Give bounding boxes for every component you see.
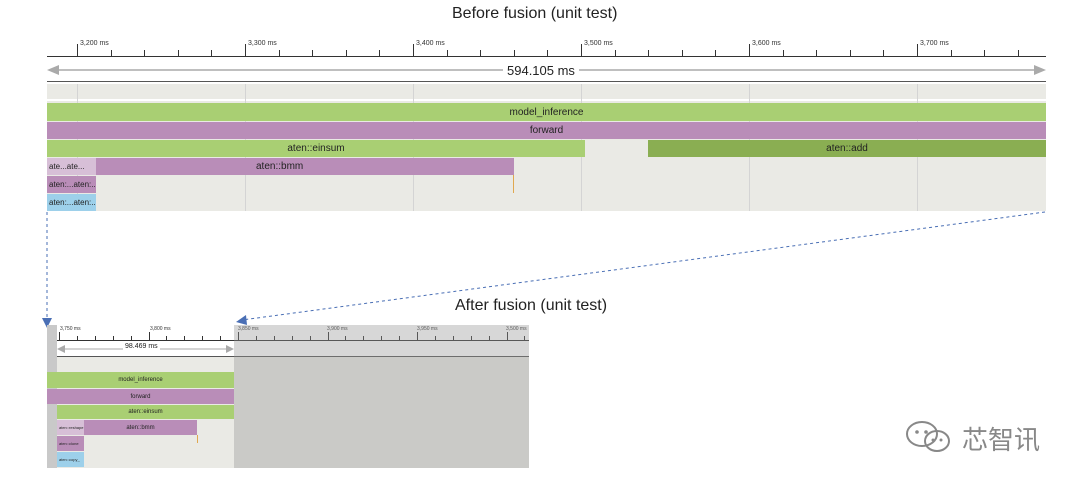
minor-tick — [130, 336, 132, 340]
minor-tick — [291, 336, 293, 340]
minor-tick — [1017, 50, 1019, 56]
after-title: After fusion (unit test) — [455, 297, 608, 314]
minor-tick — [255, 336, 257, 340]
after-tick-label: 3,750 ms — [60, 326, 81, 332]
major-tick — [327, 332, 329, 340]
after-event-tail — [197, 435, 198, 443]
minor-tick — [614, 50, 616, 56]
major-tick — [417, 332, 418, 340]
before-event-add[interactable]: aten::add — [648, 140, 1046, 157]
minor-tick — [381, 336, 383, 340]
before-track-header — [47, 84, 1046, 99]
after-tick-label: 3,950 ms — [417, 326, 438, 332]
before-duration-label: 594.105 ms — [503, 63, 579, 78]
wechat-icon — [906, 421, 950, 452]
minor-tick — [363, 336, 365, 340]
minor-tick — [849, 50, 851, 56]
after-tick-label: 3,500 ms — [506, 326, 527, 332]
after-measure-strip — [57, 342, 529, 356]
before-tick-label: 3,500 ms — [584, 40, 613, 47]
watermark-text: 芯智讯 — [962, 426, 1041, 456]
after-time-ruler[interactable] — [57, 325, 529, 342]
minor-tick — [220, 336, 222, 340]
after-duration-label: 98.469 ms — [123, 343, 160, 350]
before-event-model-inference[interactable]: model_inference — [47, 103, 1046, 121]
before-tick-label: 3,600 ms — [752, 40, 781, 47]
minor-tick — [144, 50, 146, 56]
major-tick — [413, 44, 414, 56]
minor-tick — [184, 336, 186, 340]
before-event-small2[interactable]: aten:...aten:... — [47, 176, 96, 193]
minor-tick — [110, 50, 112, 56]
minor-tick — [379, 50, 381, 56]
after-event-forward[interactable]: forward — [47, 389, 234, 404]
after-event-einsum[interactable]: aten::einsum — [57, 405, 234, 419]
before-separator — [47, 81, 1046, 82]
before-tick-label: 3,400 ms — [416, 40, 445, 47]
after-right-shade — [234, 325, 529, 468]
minor-tick — [883, 50, 885, 56]
major-tick — [77, 44, 78, 56]
before-tick-label: 3,700 ms — [920, 40, 949, 47]
major-tick — [581, 44, 582, 56]
major-tick — [148, 332, 150, 340]
minor-tick — [470, 336, 472, 340]
before-title: Before fusion (unit test) — [452, 5, 618, 22]
minor-tick — [513, 50, 515, 56]
minor-tick — [488, 336, 490, 340]
minor-tick — [434, 336, 436, 340]
minor-tick — [715, 50, 717, 56]
minor-tick — [480, 50, 482, 56]
before-event-bmm[interactable]: aten::bmm — [96, 158, 514, 175]
minor-tick — [76, 336, 78, 340]
before-tick-label: 3,200 ms — [80, 40, 109, 47]
after-tick-label: 3,900 ms — [327, 326, 348, 332]
before-event-tail — [513, 175, 514, 193]
minor-tick — [112, 336, 114, 340]
minor-tick — [984, 50, 986, 56]
minor-tick — [202, 336, 204, 340]
minor-tick — [211, 50, 213, 56]
before-event-small3[interactable]: aten:...aten:... — [47, 194, 96, 211]
minor-tick — [312, 50, 314, 56]
after-event-bmm[interactable]: aten::bmm — [84, 420, 197, 435]
minor-tick — [816, 50, 818, 56]
before-time-ruler[interactable] — [47, 37, 1046, 61]
minor-tick — [446, 50, 448, 56]
after-tick-label: 3,800 ms — [150, 326, 171, 332]
minor-tick — [309, 336, 311, 340]
major-tick — [506, 332, 508, 340]
minor-tick — [177, 50, 179, 56]
after-event-small1[interactable]: aten::reshape — [57, 420, 84, 435]
major-tick — [917, 44, 918, 56]
minor-tick — [452, 336, 454, 340]
minor-tick — [166, 336, 168, 340]
major-tick — [749, 44, 750, 56]
major-tick — [245, 44, 246, 56]
after-tick-label: 3,850 ms — [238, 326, 259, 332]
minor-tick — [345, 336, 347, 340]
before-event-einsum[interactable]: aten::einsum — [47, 140, 585, 157]
before-tick-label: 3,300 ms — [248, 40, 277, 47]
major-tick — [238, 332, 239, 340]
minor-tick — [524, 336, 526, 340]
after-event-small2[interactable]: aten::clone — [57, 436, 84, 451]
minor-tick — [345, 50, 347, 56]
minor-tick — [681, 50, 683, 56]
minor-tick — [278, 50, 280, 56]
minor-tick — [399, 336, 401, 340]
minor-tick — [950, 50, 952, 56]
before-event-forward[interactable]: forward — [47, 122, 1046, 139]
before-event-small1[interactable]: ate...ate... — [47, 158, 96, 175]
after-event-small3[interactable]: aten::copy_ — [57, 452, 84, 467]
minor-tick — [648, 50, 650, 56]
minor-tick — [547, 50, 549, 56]
after-event-model-inference[interactable]: model_inference — [47, 372, 234, 388]
major-tick — [59, 332, 60, 340]
minor-tick — [273, 336, 275, 340]
minor-tick — [94, 336, 96, 340]
minor-tick — [782, 50, 784, 56]
